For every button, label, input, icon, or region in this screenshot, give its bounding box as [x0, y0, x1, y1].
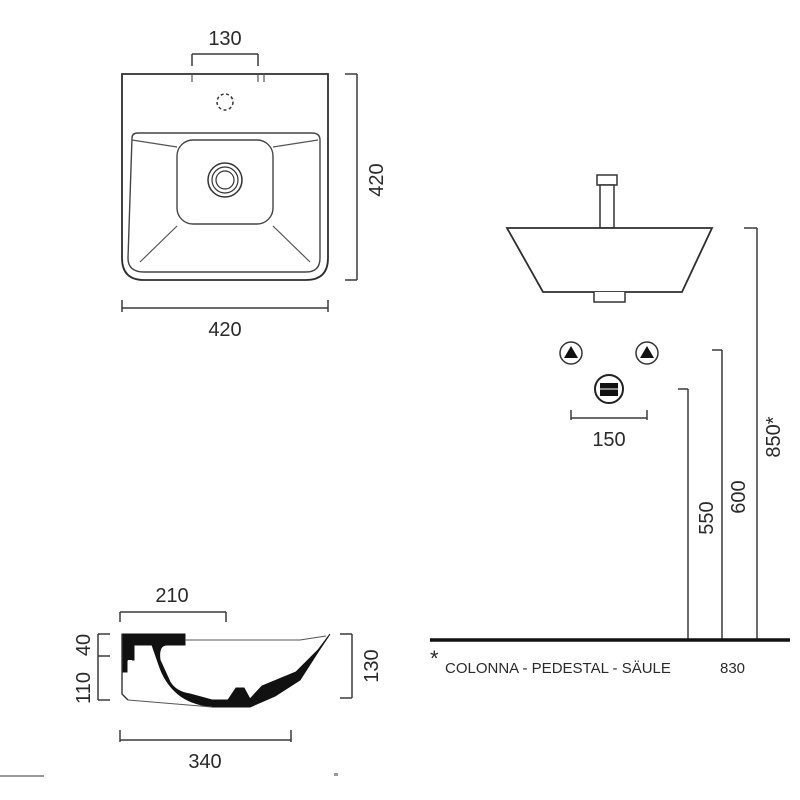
dim-top-width-label: 420: [208, 319, 241, 341]
note-text: COLONNA - PEDESTAL - SÄULE: [445, 660, 671, 677]
dim-waste-spacing-label: 150: [592, 429, 625, 451]
dim-waste-spacing: 150: [570, 410, 648, 451]
dim-supply-height: 600: [712, 349, 750, 640]
dim-waste-height-label: 550: [696, 501, 718, 534]
bowl-slope-lines: [131, 139, 319, 263]
dim-section-height: 130: [340, 633, 383, 699]
dim-top-thickness-label: 40: [73, 634, 95, 656]
dim-faucet-spacing: 130: [191, 28, 259, 66]
side-view-basin: [505, 227, 714, 293]
tap-hole: [216, 93, 234, 111]
supply-valve-right: [635, 341, 659, 365]
dim-section-length-label: 340: [188, 751, 221, 773]
dim-top-depth-label: 420: [366, 163, 388, 196]
waste-outlet: [594, 374, 624, 404]
dim-top-width: 420: [121, 300, 329, 341]
tap-deck-ticks: [191, 74, 265, 82]
dim-bowl-depth-label: 110: [73, 672, 95, 704]
dim-section-left: 40 110: [73, 633, 110, 704]
section-profile: [121, 633, 331, 708]
drain-inner: [215, 170, 235, 190]
pedestal-note: * COLONNA - PEDESTAL - SÄULE 830: [430, 646, 745, 677]
dim-faucet-spacing-label: 130: [208, 28, 241, 50]
dim-supply-height-label: 600: [728, 480, 750, 513]
section-overflow-hole: [128, 660, 132, 670]
dim-section-height-label: 130: [361, 649, 383, 682]
section-view: 210 340 40 110 130: [73, 585, 383, 773]
dim-tap-offset: 210: [119, 585, 227, 622]
dim-rim-height: 850*: [744, 227, 785, 640]
dim-top-depth: 420: [345, 73, 388, 281]
side-view-waste: [593, 292, 626, 303]
note-marker: *: [430, 646, 439, 671]
top-view: 130 420 420: [121, 28, 388, 341]
faucet-body: [599, 184, 615, 229]
bottom-center-mark: [334, 773, 338, 776]
dim-section-length: 340: [119, 730, 292, 773]
section-base-line: [127, 699, 213, 708]
section-left-wall: [121, 634, 129, 701]
supply-valve-left: [559, 341, 583, 365]
dim-tap-offset-label: 210: [155, 585, 188, 607]
dim-waste-height: 550: [678, 388, 718, 640]
dim-rim-height-label: 850*: [763, 416, 785, 457]
section-bowl-line: [185, 635, 327, 641]
faucet-spout: [596, 174, 618, 186]
side-view: 150 550 600 850*: [430, 174, 790, 642]
note-value: 830: [720, 660, 745, 677]
